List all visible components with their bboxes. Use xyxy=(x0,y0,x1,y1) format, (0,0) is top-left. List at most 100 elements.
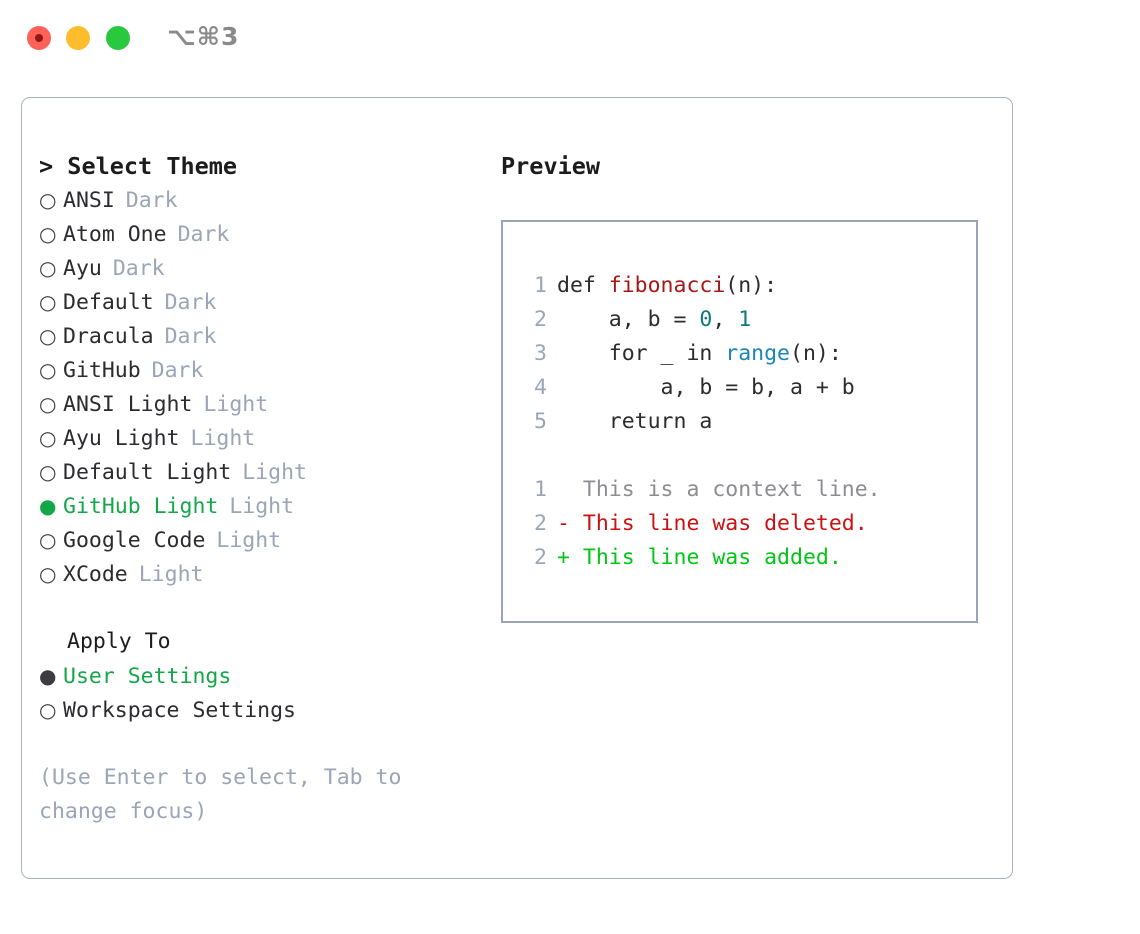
code-token: fibonacci xyxy=(608,273,726,298)
list-spacer xyxy=(39,591,499,625)
theme-option-kind: Dark xyxy=(125,188,178,213)
theme-option-name: Ayu xyxy=(63,256,102,281)
select-theme-heading: > Select Theme xyxy=(39,152,238,180)
keyboard-shortcut-label: ⌥⌘3 xyxy=(167,22,240,51)
radio-unselected-icon: ○ xyxy=(39,460,57,484)
radio-unselected-icon: ○ xyxy=(39,528,57,552)
diff-text: This line was added. xyxy=(582,545,842,570)
code-token: for _ in xyxy=(557,341,726,366)
apply-to-option-label: Workspace Settings xyxy=(63,698,296,723)
radio-unselected-icon: ○ xyxy=(39,290,57,314)
theme-option-kind: Dark xyxy=(151,358,204,383)
line-number: 1 xyxy=(534,477,547,502)
theme-option[interactable]: ○Dracula Dark xyxy=(39,319,499,353)
theme-option-name: GitHub xyxy=(63,358,141,383)
apply-to-option[interactable]: ○Workspace Settings xyxy=(39,693,499,727)
keyboard-hint-text: (Use Enter to select, Tab to change focu… xyxy=(39,765,415,824)
code-token: range xyxy=(725,341,791,366)
diff-marker: + xyxy=(557,545,583,570)
theme-option[interactable]: ○Ayu Dark xyxy=(39,251,499,285)
theme-option-name: ANSI Light xyxy=(63,392,193,417)
theme-option-kind: Light xyxy=(203,392,269,417)
theme-option[interactable]: ○ANSI Light Light xyxy=(39,387,499,421)
title-bar: ⌥⌘3 xyxy=(0,0,1140,78)
theme-option[interactable]: ●GitHub Light Light xyxy=(39,489,499,523)
code-token: 0 xyxy=(699,307,713,332)
code-line: 5 return a xyxy=(503,405,976,439)
theme-option[interactable]: ○Google Code Light xyxy=(39,523,499,557)
apply-to-options[interactable]: ●User Settings○Workspace Settings xyxy=(39,659,499,727)
apply-to-option-label: User Settings xyxy=(63,664,232,689)
theme-option-name: GitHub Light xyxy=(63,494,219,519)
theme-option-kind: Dark xyxy=(177,222,230,247)
theme-option-name: Default Light xyxy=(63,460,232,485)
line-number: 1 xyxy=(534,273,547,298)
theme-option[interactable]: ○GitHub Dark xyxy=(39,353,499,387)
line-number: 2 xyxy=(534,545,547,570)
radio-selected-icon: ● xyxy=(39,494,57,518)
radio-unselected-icon: ○ xyxy=(39,256,57,280)
apply-to-heading: Apply To xyxy=(67,629,171,654)
radio-unselected-icon: ○ xyxy=(39,562,57,586)
code-token: def xyxy=(557,273,609,298)
line-number: 3 xyxy=(534,341,547,366)
radio-unselected-icon: ○ xyxy=(39,222,57,246)
theme-option[interactable]: ○ANSI Dark xyxy=(39,183,499,217)
diff-line: 2- This line was deleted. xyxy=(503,507,976,541)
code-token: return a xyxy=(557,409,713,434)
theme-option-kind: Dark xyxy=(164,290,217,315)
radio-unselected-icon: ○ xyxy=(39,426,57,450)
theme-option-name: Google Code xyxy=(63,528,206,553)
code-diff-separator xyxy=(503,439,976,473)
theme-option-kind: Light xyxy=(138,562,204,587)
theme-option-kind: Dark xyxy=(112,256,165,281)
code-line: 3 for _ in range(n): xyxy=(503,337,976,371)
close-window-button[interactable] xyxy=(27,26,51,50)
code-token: a, b = b, a + b xyxy=(557,375,855,400)
theme-option-name: XCode xyxy=(63,562,128,587)
code-token: a, b = xyxy=(557,307,700,332)
theme-option[interactable]: ○Ayu Light Light xyxy=(39,421,499,455)
diff-text: This line was deleted. xyxy=(582,511,868,536)
code-token: , xyxy=(712,307,739,332)
radio-unselected-icon: ○ xyxy=(39,358,57,382)
theme-option[interactable]: ○Atom One Dark xyxy=(39,217,499,251)
code-line: 2 a, b = 0, 1 xyxy=(503,303,976,337)
maximize-window-button[interactable] xyxy=(106,26,130,50)
theme-option-name: ANSI xyxy=(63,188,115,213)
theme-option[interactable]: ○XCode Light xyxy=(39,557,499,591)
code-token: 1 xyxy=(738,307,752,332)
diff-marker: - xyxy=(557,511,583,536)
diff-text: This is a context line. xyxy=(582,477,881,502)
radio-unselected-icon: ○ xyxy=(39,698,57,722)
theme-option-kind: Light xyxy=(229,494,295,519)
line-number: 4 xyxy=(534,375,547,400)
line-number: 2 xyxy=(534,307,547,332)
theme-option-kind: Light xyxy=(242,460,308,485)
theme-option-kind: Dark xyxy=(164,324,217,349)
theme-option-name: Dracula xyxy=(63,324,154,349)
theme-option-name: Ayu Light xyxy=(63,426,180,451)
theme-option-kind: Light xyxy=(216,528,282,553)
theme-option[interactable]: ○Default Light Light xyxy=(39,455,499,489)
diff-line: 2 + This line was added. xyxy=(503,541,976,575)
theme-option-name: Atom One xyxy=(63,222,167,247)
preview-heading: Preview xyxy=(501,152,601,180)
diff-marker xyxy=(557,473,583,507)
radio-unselected-icon: ○ xyxy=(39,188,57,212)
radio-selected-icon: ● xyxy=(39,664,57,688)
line-number: 5 xyxy=(534,409,547,434)
minimize-window-button[interactable] xyxy=(66,26,90,50)
theme-option-kind: Light xyxy=(190,426,256,451)
diff-line: 1 This is a context line. xyxy=(503,473,976,507)
apply-to-option[interactable]: ●User Settings xyxy=(39,659,499,693)
radio-unselected-icon: ○ xyxy=(39,324,57,348)
radio-unselected-icon: ○ xyxy=(39,392,57,416)
